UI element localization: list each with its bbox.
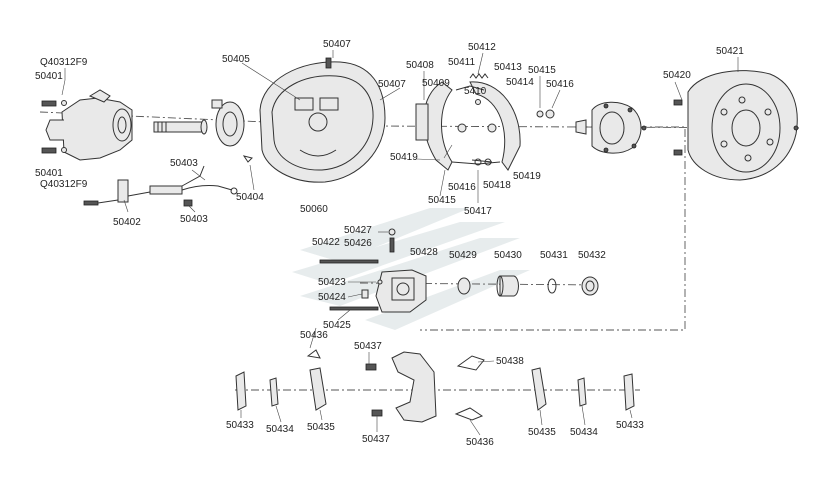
label-50415-top: 50415 <box>528 65 556 76</box>
label-50411: 50411 <box>448 57 476 68</box>
label-50425: 50425 <box>323 320 351 331</box>
label-50421: 50421 <box>716 46 744 57</box>
label-50060: 50060 <box>300 204 328 215</box>
label-50404: 50404 <box>236 192 264 203</box>
label-50417: 50417 <box>464 206 492 217</box>
brake-shoes <box>415 81 521 171</box>
label-5410: 5410 <box>464 86 487 97</box>
label-50434-left: 50434 <box>266 424 294 435</box>
label-50403-bottom: 50403 <box>180 214 208 225</box>
label-50426: 50426 <box>344 238 372 249</box>
label-50418: 50418 <box>483 180 511 191</box>
label-50428: 50428 <box>410 247 438 258</box>
label-50434-right: 50434 <box>570 427 598 438</box>
label-50435-right: 50435 <box>528 427 556 438</box>
bolt-bottom <box>41 147 67 154</box>
label-50423: 50423 <box>318 277 346 288</box>
label-50433-left: 50433 <box>226 420 254 431</box>
wheel-hub <box>575 101 647 154</box>
label-q40312f9-top: Q40312F9 <box>40 57 88 68</box>
label-50420: 50420 <box>663 70 691 81</box>
label-50437-top: 50437 <box>354 341 382 352</box>
label-50430: 50430 <box>494 250 522 261</box>
label-50414: 50414 <box>506 77 534 88</box>
label-50436-bottom: 50436 <box>466 437 494 448</box>
bolt-top <box>41 100 67 107</box>
label-50407-top: 50407 <box>323 39 351 50</box>
spacer-rings <box>536 109 555 119</box>
label-50433-right: 50433 <box>616 420 644 431</box>
label-50419-left: 50419 <box>390 152 418 163</box>
backing-plate <box>241 57 386 183</box>
label-50401-bottom: 50401 <box>35 168 63 179</box>
anti-rattle-clips <box>306 349 485 421</box>
axle-shaft <box>153 119 208 135</box>
label-50424: 50424 <box>318 292 346 303</box>
label-50419-right: 50419 <box>513 171 541 182</box>
label-50409: 50409 <box>422 78 450 89</box>
steering-knuckle <box>45 89 133 161</box>
parking-brake-cable <box>83 165 238 207</box>
label-50438: 50438 <box>496 356 524 367</box>
label-50429: 50429 <box>449 250 477 261</box>
label-50413: 50413 <box>494 62 522 73</box>
label-50436-left: 50436 <box>300 330 328 341</box>
label-50432: 50432 <box>578 250 606 261</box>
label-50401-top: 50401 <box>35 71 63 82</box>
piston-parts <box>457 275 599 297</box>
label-50416-top: 50416 <box>546 79 574 90</box>
label-50408: 50408 <box>406 60 434 71</box>
label-50416-bottom: 50416 <box>448 182 476 193</box>
hub-seal <box>211 99 245 147</box>
leader-lines <box>61 50 739 436</box>
caliper-bracket <box>365 351 437 423</box>
label-50407-mid: 50407 <box>378 79 406 90</box>
label-50412: 50412 <box>468 42 496 53</box>
label-50427: 50427 <box>344 225 372 236</box>
return-spring <box>469 73 489 79</box>
label-50403-top: 50403 <box>170 158 198 169</box>
spring-clip <box>242 155 253 163</box>
label-50422: 50422 <box>312 237 340 248</box>
caliper-body <box>319 228 427 313</box>
label-50431: 50431 <box>540 250 568 261</box>
label-50437-bottom: 50437 <box>362 434 390 445</box>
label-50405: 50405 <box>222 54 250 65</box>
label-50402: 50402 <box>113 217 141 228</box>
label-50415-bottom: 50415 <box>428 195 456 206</box>
label-q40312f9-bottom: Q40312F9 <box>40 179 88 190</box>
label-50435-left: 50435 <box>307 422 335 433</box>
brake-pads <box>235 367 635 411</box>
brake-disc <box>673 70 799 181</box>
